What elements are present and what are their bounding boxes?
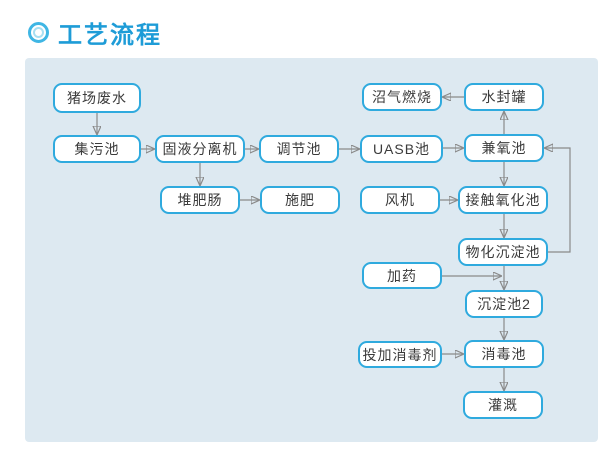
bullseye-icon — [28, 21, 49, 43]
flow-edges — [25, 58, 571, 442]
bullseye-inner-ring — [33, 26, 44, 38]
flow-node-water-seal-tank: 水封罐 — [464, 83, 544, 111]
flow-node-composting: 堆肥肠 — [160, 186, 240, 214]
flow-panel: 猪场废水集污池固液分离机调节池 UASB池兼氧池沼气燃烧水封罐堆肥肠施肥风机接触氧… — [25, 58, 598, 442]
flow-node-solid-liquid-separator: 固液分离机 — [155, 135, 245, 163]
flow-node-physicochemical-sedimentation-pool: 物化沉淀池 — [458, 238, 548, 266]
flow-node-add-disinfectant: 投加消毒剂 — [358, 341, 442, 368]
flow-node-regulating-pool: 调节池 — [259, 135, 339, 163]
flow-node-uasb-pool: UASB池 — [360, 135, 443, 163]
flow-node-contact-oxidation-pool: 接触氧化池 — [458, 186, 548, 214]
flow-node-fan: 风机 — [360, 186, 440, 214]
flow-node-biogas-burning: 沼气燃烧 — [362, 83, 442, 111]
flow-node-collection-pool: 集污池 — [53, 135, 141, 163]
page-title: 工艺流程 — [58, 21, 162, 49]
flow-node-pig-farm-wastewater: 猪场废水 — [53, 83, 141, 113]
flow-node-disinfection-pool: 消毒池 — [464, 340, 544, 368]
flow-node-facultative-pool: 兼氧池 — [464, 134, 544, 162]
flow-node-irrigation: 灌溉 — [463, 391, 543, 419]
flow-node-fertilizing: 施肥 — [260, 186, 340, 214]
flow-node-sedimentation-pool-2: 沉淀池2 — [465, 290, 543, 318]
flow-node-dosing: 加药 — [362, 262, 442, 289]
flow-edge-physicochemical-sedimentation-pool--facultative-pool — [545, 148, 571, 253]
section-header: 工艺流程 — [28, 17, 162, 49]
